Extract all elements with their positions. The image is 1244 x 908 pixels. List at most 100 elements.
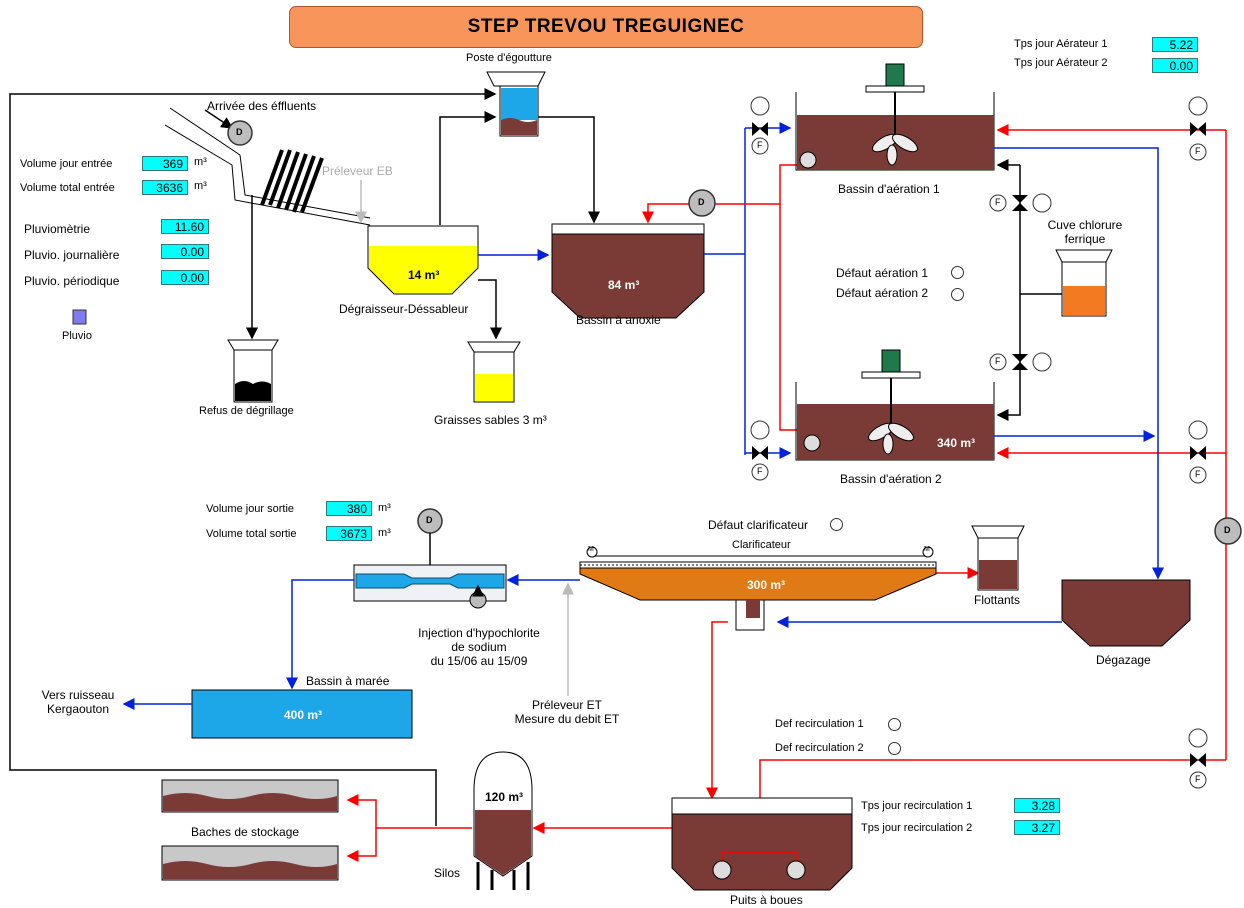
anoxie-label: Bassin à anoxie bbox=[576, 313, 661, 327]
arrival-arrow bbox=[204, 109, 234, 129]
def-recirc2-label: Def recirculation 2 bbox=[775, 742, 864, 754]
hypochlorite-line1: Injection d'hypochlorite bbox=[418, 626, 540, 640]
puits-label: Puits à boues bbox=[730, 893, 803, 907]
preleveur-et-line2: Mesure du debit ET bbox=[514, 712, 620, 726]
poste-egoutture-tank bbox=[486, 71, 546, 137]
hypochlorite-line2: de sodium bbox=[451, 640, 507, 654]
flottants-container bbox=[971, 525, 1025, 591]
vol-total-entree-label: Volume total entrée bbox=[20, 182, 115, 194]
flow-meters-f bbox=[751, 137, 1207, 789]
def-recirc2-indicator bbox=[888, 742, 901, 755]
bypass-line bbox=[9, 88, 497, 826]
f-meter-1: F bbox=[757, 140, 763, 150]
clarificateur-volume: 300 m³ bbox=[747, 578, 786, 592]
f-meter-3: F bbox=[1195, 146, 1201, 156]
poste-to-anoxie bbox=[538, 116, 600, 224]
d-meter-arrivee-letter: D bbox=[236, 127, 243, 137]
d-meters bbox=[227, 120, 1242, 545]
vol-jour-sortie-value: 380 bbox=[326, 501, 372, 516]
ruisseau-line2: Kergaouton bbox=[46, 702, 110, 716]
arrivee-label: Arrivée des éffluents bbox=[207, 99, 317, 113]
f-meter-2: F bbox=[757, 466, 763, 476]
pluviometrie-value: 11.60 bbox=[161, 219, 209, 234]
ruisseau-label: Vers ruisseau Kergaouton bbox=[28, 688, 128, 716]
silos-volume: 120 m³ bbox=[485, 790, 524, 804]
bassin-maree-volume: 400 m³ bbox=[284, 708, 323, 722]
red-recirculation bbox=[346, 124, 1227, 862]
f-meter-4: F bbox=[1195, 469, 1201, 479]
vol-total-sortie-unit: m³ bbox=[378, 527, 391, 539]
tps-recirc2-label: Tps jour recirculation 2 bbox=[861, 822, 973, 834]
def-recirc1-indicator bbox=[888, 718, 901, 731]
clarif-motor-left: M bbox=[588, 546, 594, 553]
preleveur-eb-label: Préleveur EB bbox=[322, 164, 393, 178]
degazage-basin bbox=[1061, 579, 1191, 647]
tps-recirc1-label: Tps jour recirculation 1 bbox=[861, 800, 973, 812]
tps-recirc2-value: 3.27 bbox=[1014, 820, 1060, 835]
aerator1-value: 5.22 bbox=[1152, 37, 1198, 52]
tps-recirc1-value: 3.28 bbox=[1014, 798, 1060, 813]
silos-label: Silos bbox=[434, 866, 461, 880]
cuve-chlorure-label: Cuve chlorure ferrique bbox=[1040, 218, 1130, 246]
pluvio-journaliere-value: 0.00 bbox=[161, 244, 209, 259]
preleveur-et-line1: Préleveur ET bbox=[531, 698, 603, 712]
def-recirc1-label: Def recirculation 1 bbox=[775, 718, 864, 730]
vol-total-sortie-value: 3673 bbox=[326, 526, 372, 541]
inflow-channel bbox=[164, 107, 371, 226]
aeration-basin-1 bbox=[795, 63, 995, 171]
clarificateur-label: Clarificateur bbox=[732, 539, 791, 551]
graisses-label: Graisses sables 3 m³ bbox=[434, 413, 547, 427]
aerator2-label: Tps jour Aérateur 2 bbox=[1014, 57, 1108, 69]
clarif-motor-right: M bbox=[924, 546, 930, 553]
defaut-aeration1-label: Défaut aération 1 bbox=[836, 266, 929, 280]
ruisseau-line1: Vers ruisseau bbox=[41, 688, 115, 702]
hypochlorite-label: Injection d'hypochlorite de sodium du 15… bbox=[404, 626, 554, 668]
cuve-line2: ferrique bbox=[1064, 232, 1106, 246]
vol-jour-entree-unit: m³ bbox=[194, 156, 207, 168]
valves bbox=[752, 122, 1206, 767]
baches-stockage bbox=[161, 779, 339, 881]
poste-egoutture-label: Poste d'égoutture bbox=[466, 52, 552, 64]
sodium-to-maree bbox=[286, 579, 354, 690]
pluvio-periodique-value: 0.00 bbox=[161, 270, 209, 285]
aeration1-label: Bassin d'aération 1 bbox=[838, 182, 940, 196]
cuve-chlorure bbox=[1055, 249, 1113, 317]
f-meter-6: F bbox=[995, 356, 1001, 366]
refus-label: Refus de dégrillage bbox=[199, 405, 294, 417]
vol-total-entree-unit: m³ bbox=[194, 180, 207, 192]
valve-indicators bbox=[750, 96, 1208, 748]
degraisseur-volume: 14 m³ bbox=[408, 268, 440, 282]
aeration-basin-2 bbox=[795, 349, 995, 461]
d-meter-sortie-letter: D bbox=[426, 515, 433, 525]
degraisseur-label: Dégraisseur-Déssableur bbox=[339, 302, 469, 316]
f-meter-5: F bbox=[995, 197, 1001, 207]
sodium-channel bbox=[353, 564, 507, 609]
degr-to-graisses bbox=[478, 279, 502, 340]
page-title: STEP TREVOU TREGUIGNEC bbox=[289, 6, 923, 48]
baches-label: Baches de stockage bbox=[191, 825, 300, 839]
aeration2-volume: 340 m³ bbox=[937, 436, 976, 450]
aerator2-value: 0.00 bbox=[1152, 58, 1198, 73]
defaut-aeration2-indicator bbox=[951, 288, 964, 301]
pluvio-periodique-label: Pluvio. périodique bbox=[24, 274, 120, 288]
aeration1-to-degazage bbox=[994, 147, 1164, 580]
f-meter-7: F bbox=[1195, 774, 1201, 784]
hypochlorite-line3: du 15/06 au 15/09 bbox=[430, 654, 528, 668]
vol-jour-sortie-unit: m³ bbox=[378, 502, 391, 514]
chloride-feed bbox=[996, 159, 1062, 421]
vol-jour-entree-value: 369 bbox=[142, 156, 188, 171]
anoxie-volume: 84 m³ bbox=[608, 278, 640, 292]
vol-jour-entree-label: Volume jour entrée bbox=[20, 158, 113, 170]
vol-total-entree-value: 3636 bbox=[142, 180, 188, 195]
d-meter-anoxie-letter: D bbox=[698, 197, 705, 207]
screen-grid bbox=[260, 149, 324, 213]
silos bbox=[473, 751, 533, 890]
bassin-maree-label: Bassin à marée bbox=[306, 674, 390, 688]
aeration2-label: Bassin d'aération 2 bbox=[840, 472, 942, 486]
cuve-line1: Cuve chlorure bbox=[1047, 218, 1123, 232]
refus-container bbox=[227, 339, 279, 403]
defaut-aeration1-indicator bbox=[951, 266, 964, 279]
preleveur-et-label: Préleveur ET Mesure du debit ET bbox=[502, 698, 632, 726]
flottants-label: Flottants bbox=[974, 593, 1021, 607]
